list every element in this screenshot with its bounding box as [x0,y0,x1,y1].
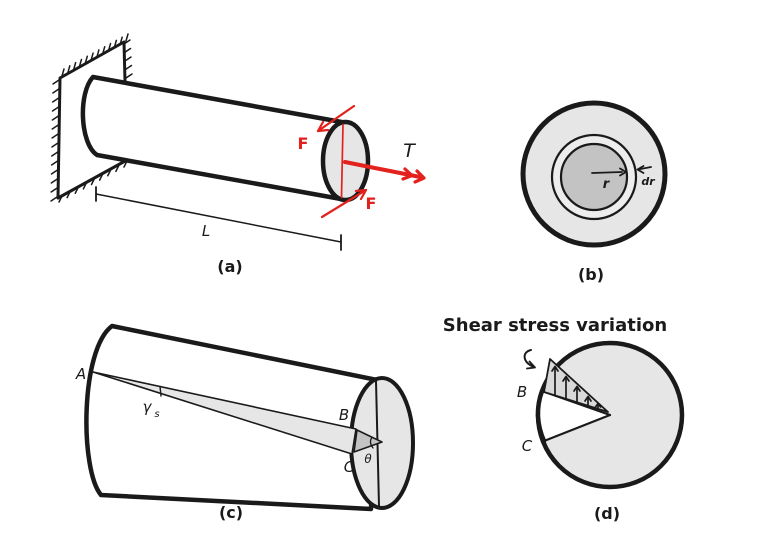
wall-hatch-tick [96,49,100,58]
wall-hatch-tick [101,45,106,55]
torque-arrowhead-inner-icon [401,167,414,181]
wall-hatch-tick [52,88,60,94]
length-dimension-line [95,193,342,243]
wall-hatch-tick [82,182,88,190]
dr-arrow-shaft [637,166,652,171]
wall-hatch-tick [107,42,112,52]
wall-hatch-tick [115,164,120,173]
force-bottom-arrow-shaft [320,188,368,219]
wall-hatch-tick [78,58,83,68]
wall-hatch-tick [125,33,129,42]
wall-hatch-tick [51,97,60,103]
twist-angle-triangle [353,429,383,453]
wall-hatch-tick [50,196,58,202]
point-a-label: A [75,365,86,383]
wall-hatch-tick [107,169,112,177]
shear-strain-subscript: s [154,409,159,420]
force-top-arrow-shaft [316,104,356,133]
wall-hatch-tick [51,142,59,148]
wall-hatch-tick [98,173,104,181]
point-b-label-d: B [517,383,527,401]
wall-hatch-tick [51,124,59,130]
wall-hatch-tick [67,65,71,74]
wall-hatch-tick [90,52,94,61]
shear-strain-symbol: γ [143,398,153,416]
wall-hatch-tick [113,39,118,49]
wall-hatch-tick [50,169,59,175]
strain-angle-tick [159,385,162,397]
wall-hatch-tick [123,47,132,54]
wall-hatch-tick [90,177,96,186]
torque-arrow-shaft [343,160,422,179]
figure-d-caption: (d) [594,504,620,523]
wall-hatch-tick [51,133,59,139]
wall-hatch-tick [74,186,79,194]
figure-b-cross-section: r dr (b) [520,100,668,284]
radius-line-c [542,413,612,443]
wall-hatch-tick [66,190,71,199]
wall-hatch-tick [51,106,60,112]
figure-a-fixed-shaft-with-torque: F F T L (a) [50,33,426,276]
wall-hatch-tick [119,36,123,45]
wall-hatch-tick [51,115,60,121]
wall-hatch-tick [50,160,59,166]
figure-d-title: Shear stress variation [443,315,667,336]
wall-hatching [50,33,133,203]
wall-hatch-tick [50,187,58,193]
shaft-body-c [84,323,380,512]
wall-hatch-tick [51,151,59,157]
force-top-arrowhead-icon [316,120,330,133]
stress-distribution-triangle [543,358,609,413]
wall-hatch-tick [84,55,89,65]
point-c-label-d: C [522,437,533,455]
point-c-label-c: C [344,458,355,476]
torque-arrowhead-outer-icon [413,169,426,184]
wall-hatch-tick [125,73,133,79]
force-top-label: F [298,134,309,153]
force-bottom-arrowhead-icon [354,188,368,201]
wedge-region [537,391,610,441]
pointer-curved-arrow [523,349,535,368]
wall-hatch-tick [124,64,133,71]
point-b-label-c: B [339,406,349,424]
figure-a-caption: (a) [217,257,242,276]
couple-diameter-line [340,123,344,199]
shaft-body [80,74,350,202]
wall-hatch-tick [61,68,65,77]
length-label: L [202,222,210,240]
torque-label: T [403,140,416,162]
wall-hatch-tick [52,79,60,85]
shear-strain-sliver [92,371,357,455]
radius-arrow-shaft [591,171,623,174]
twist-angle-symbol: θ [364,452,372,466]
pointer-arrowhead-icon [526,360,536,370]
force-bottom-label: F [366,194,377,213]
inner-core-circle [559,142,629,212]
wedge-rim-arc [535,388,547,444]
radius-label: r [603,177,611,192]
wall-hatch-tick [72,61,77,71]
wall-hatch-tick [124,56,132,62]
figure-d-shear-stress-variation: Shear stress variation B C (d) [443,315,685,523]
wall-hatch-tick [58,195,63,203]
dr-label: dr [641,175,655,188]
figure-b-caption: (b) [578,265,604,284]
wall-hatch-tick [123,39,131,45]
figure-c-shear-strain-shaft: A B C γ s θ (c) [75,323,415,522]
figure-c-caption: (c) [219,503,243,522]
dr-arrowhead-icon [636,165,645,174]
stress-arrows [551,365,602,410]
radius-arrowhead-icon [619,167,627,177]
wall-hatch-tick [50,178,59,184]
twist-angle-arc [369,436,374,449]
